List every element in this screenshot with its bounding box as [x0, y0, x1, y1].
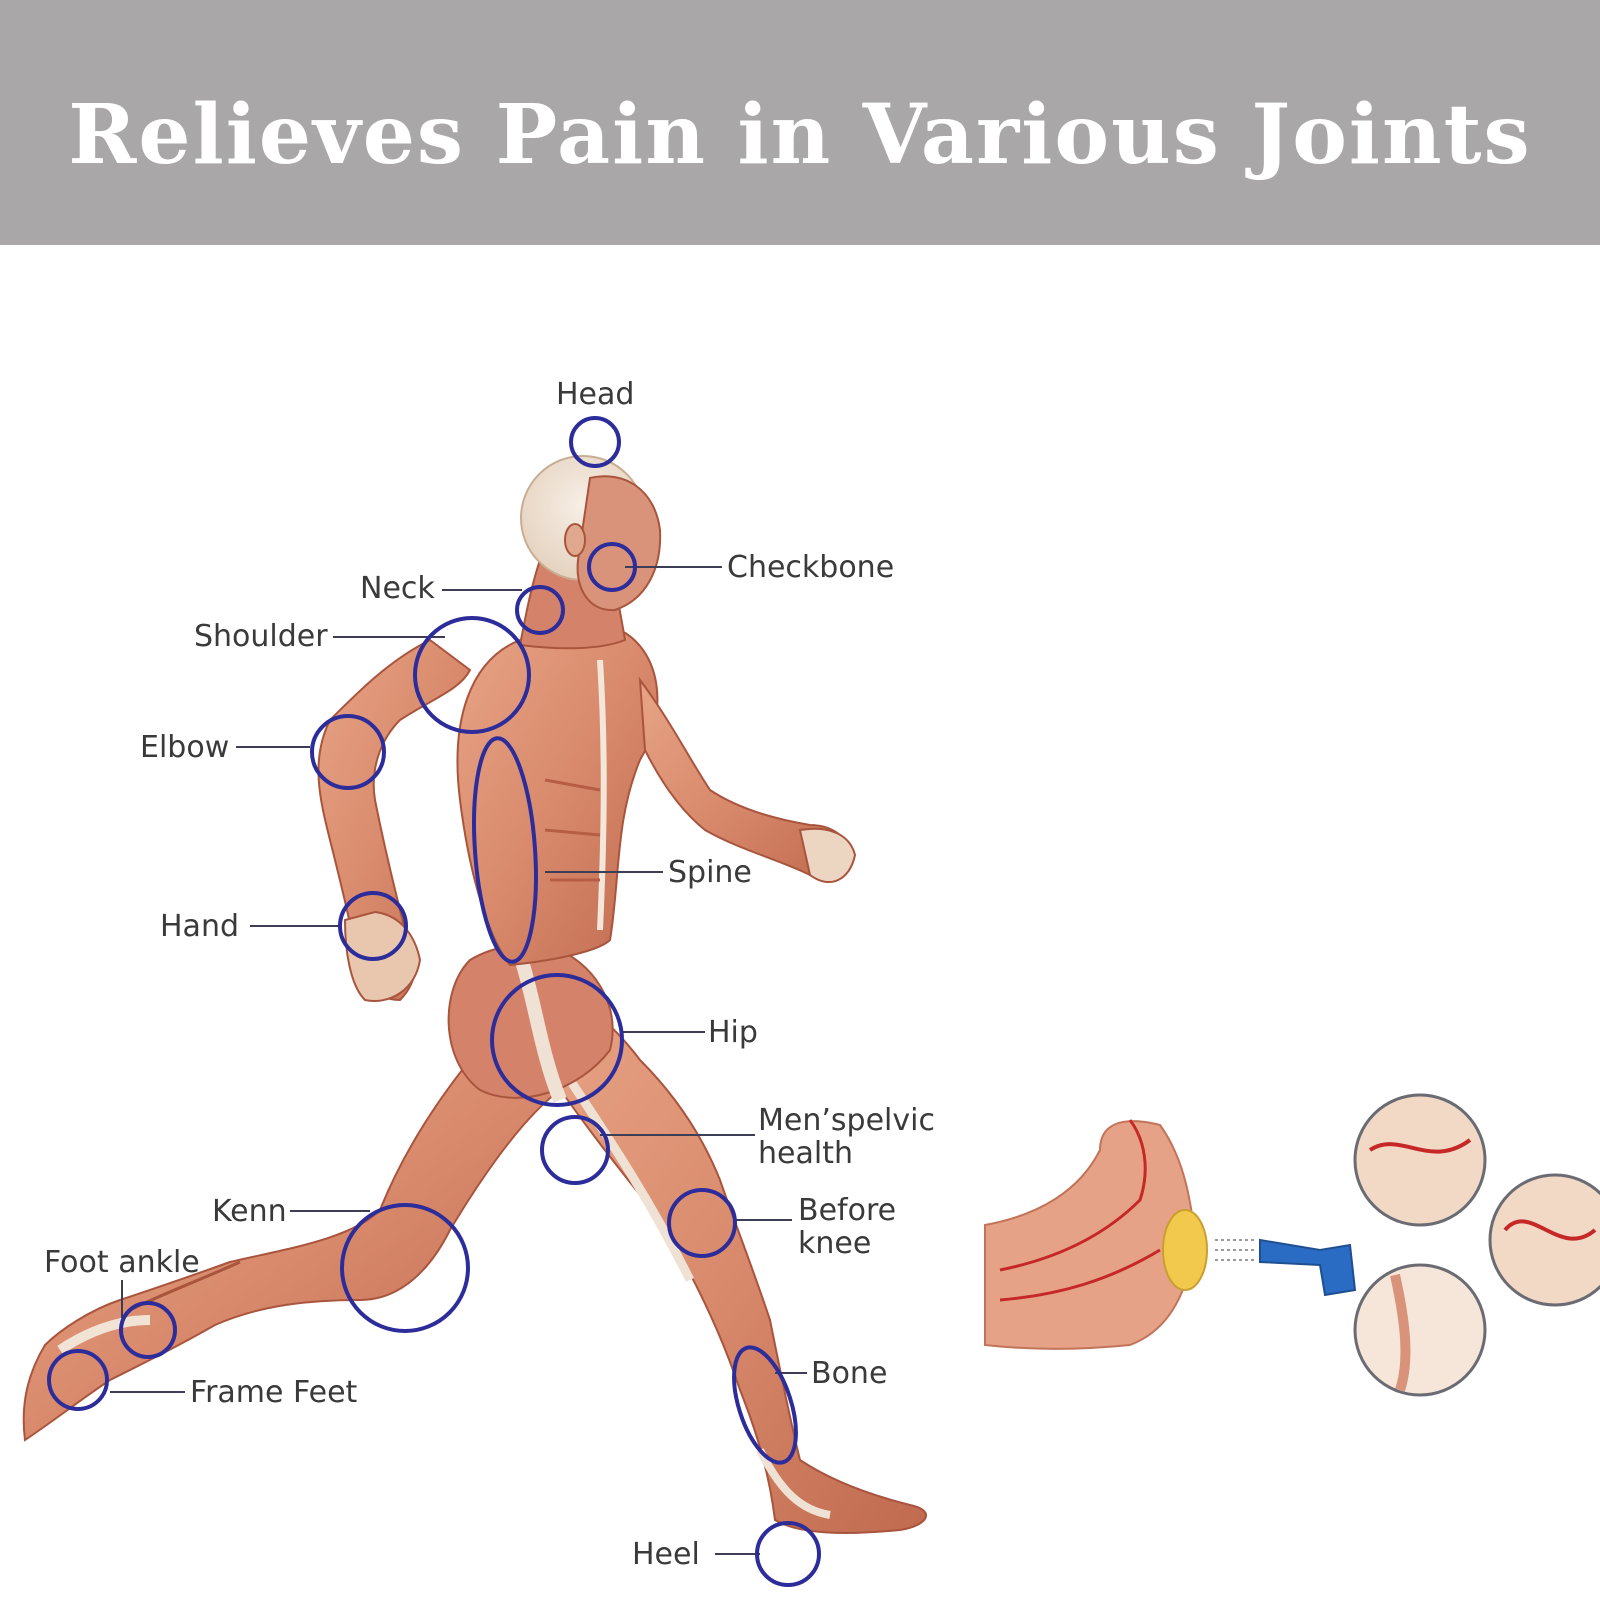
hip-marker-ring — [490, 973, 624, 1107]
heel-marker-ring — [755, 1521, 821, 1587]
before-knee-marker-ring — [667, 1188, 737, 1258]
hand-marker-ring — [338, 891, 408, 961]
joint-labels: Head Checkbone Neck Shoulder Elbow Spine… — [44, 377, 935, 1572]
label-neck: Neck — [360, 571, 435, 606]
checkbone-marker-ring — [587, 542, 637, 592]
label-pelvic-line1: Men’spelvic — [758, 1103, 935, 1138]
label-hand: Hand — [160, 909, 239, 944]
inset-zoom-bottom — [1353, 1263, 1487, 1397]
back-foot-tendon — [57, 1315, 151, 1355]
front-hand — [798, 827, 857, 884]
iliotibial-band — [513, 952, 567, 1103]
kenn-marker-ring — [340, 1203, 470, 1333]
abs-lines — [544, 778, 601, 882]
leader-lines — [110, 566, 807, 1555]
inset-zoom-right-veins — [1503, 1219, 1597, 1241]
elbow-marker-ring — [310, 714, 386, 790]
label-pelvic-line2: health — [758, 1136, 853, 1171]
linea-alba — [597, 659, 607, 931]
neck-marker-ring — [515, 585, 565, 635]
foot-ankle-marker-ring — [119, 1301, 177, 1359]
label-elbow: Elbow — [140, 730, 229, 765]
label-frame-feet: Frame Feet — [190, 1375, 358, 1410]
bone-marker-ring — [732, 1345, 798, 1465]
inset-shock-waves — [1215, 1239, 1255, 1261]
front-shin-tendon — [756, 1448, 831, 1519]
elbow-shockwave-therapy-illustration — [984, 1093, 1600, 1397]
banner-title: Relieves Pain in Various Joints — [68, 87, 1532, 183]
inset-zoom-top-veins — [1368, 1138, 1472, 1154]
label-hip: Hip — [708, 1015, 758, 1050]
running-muscle-anatomy-figure — [22, 455, 927, 1534]
pain-point-markers — [47, 416, 821, 1587]
label-kenn: Kenn — [212, 1194, 287, 1229]
head-marker-ring — [569, 416, 621, 468]
inset-zoom-right — [1488, 1173, 1600, 1307]
frame-feet-marker-ring — [47, 1349, 109, 1411]
label-checkbone: Checkbone — [727, 550, 894, 585]
shoulder-marker-ring — [413, 616, 531, 734]
label-bone: Bone — [811, 1356, 887, 1391]
inset-fat-deposit — [1162, 1209, 1208, 1291]
label-before-knee-line1: Before — [798, 1193, 896, 1228]
title-banner: Relieves Pain in Various Joints — [0, 0, 1600, 245]
inset-device — [1259, 1238, 1357, 1297]
inset-arm — [984, 1120, 1197, 1350]
inset-zoom-bottom-tissue — [1390, 1273, 1411, 1392]
torso — [456, 623, 659, 967]
pelvic-marker-ring — [540, 1115, 610, 1185]
label-spine: Spine — [668, 855, 752, 890]
label-before-knee-line2: knee — [798, 1226, 871, 1261]
inset-vein-1 — [999, 1119, 1147, 1272]
spine-marker-ring — [472, 736, 538, 964]
back-leg — [22, 1058, 563, 1442]
front-leg — [538, 988, 927, 1534]
ear — [564, 523, 586, 557]
label-foot-ankle: Foot ankle — [44, 1245, 200, 1280]
label-shoulder: Shoulder — [194, 619, 328, 654]
label-head: Head — [556, 377, 634, 412]
inset-zoom-top — [1353, 1093, 1487, 1227]
label-heel: Heel — [632, 1537, 700, 1572]
front-leg-tendon — [566, 1077, 695, 1283]
inset-vein-2 — [999, 1248, 1161, 1302]
